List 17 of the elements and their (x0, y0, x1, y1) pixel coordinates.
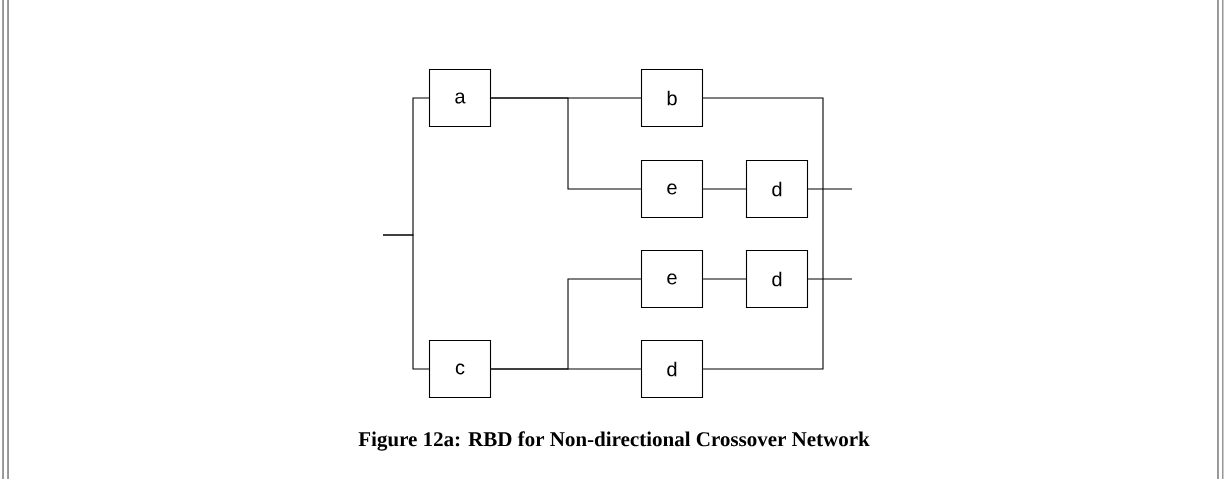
block-box: b (640, 68, 704, 128)
block-box: e (640, 249, 704, 309)
connector-line (702, 188, 747, 190)
connector-line (807, 278, 853, 280)
connector-line (807, 188, 853, 190)
block-box: e (640, 159, 704, 219)
block-box: d (640, 339, 704, 399)
caption: Figure 12a: RBD for Non-directional Crossover Network (358, 431, 870, 451)
block-box: d (745, 249, 809, 309)
block-box: c (428, 339, 492, 399)
connector-line (490, 97, 642, 190)
connector-line (702, 97, 824, 370)
connector-line (490, 368, 642, 370)
connector-line (702, 278, 747, 280)
block-box: a (428, 68, 492, 128)
connector-line (382, 234, 430, 370)
block-box: d (745, 159, 809, 219)
